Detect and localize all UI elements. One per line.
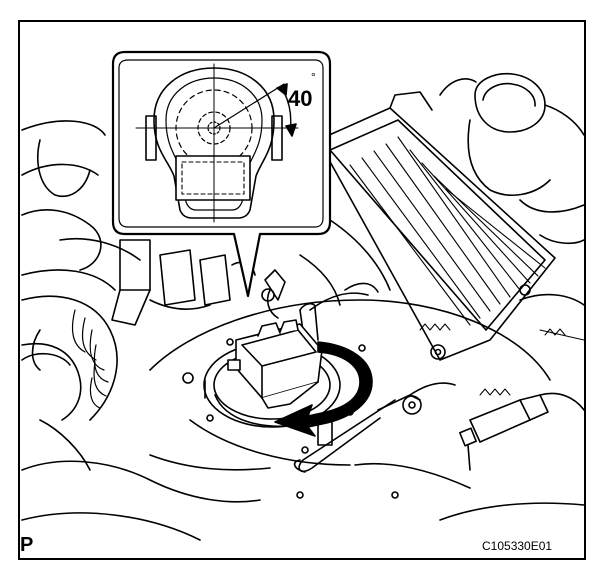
angle-label: 40 (288, 86, 313, 111)
wire-harness (266, 282, 379, 319)
engine-bay-background (21, 72, 584, 541)
inset-view (135, 63, 299, 223)
corrugated-hose (21, 295, 118, 421)
control-module (317, 91, 556, 361)
mounting-plate (149, 299, 584, 499)
hose-connector (459, 392, 584, 471)
view-letter: P (20, 534, 34, 556)
degree-symbol: ° (311, 70, 316, 84)
figure-code: C105330E01 (482, 539, 553, 553)
bracket (293, 382, 456, 473)
rotation-arrow[interactable] (274, 341, 373, 437)
connector (227, 319, 323, 409)
